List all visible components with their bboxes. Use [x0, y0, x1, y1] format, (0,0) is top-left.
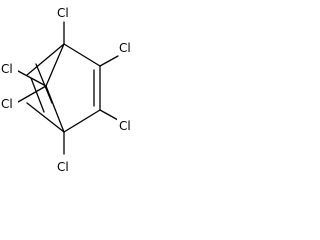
bonds [17, 21, 119, 155]
bond-c1-c2 [63, 43, 101, 67]
atom-label-cl-bridge-upper: Cl [1, 62, 13, 76]
bond-bridge-c4 [26, 102, 65, 133]
bond-c5-c6-double-a [35, 63, 53, 104]
atom-label-cl-lower-right: Cl [119, 119, 131, 133]
bond-c5-c6-double-b [30, 77, 45, 113]
bond-c7-c4 [45, 85, 65, 133]
bond-c3-c4 [63, 109, 101, 133]
bond-c3-cl [99, 109, 119, 121]
atom-labels: Cl Cl Cl Cl Cl Cl [0, 4, 137, 174]
atom-label-cl-top: Cl [57, 6, 69, 20]
bond-c1-c7 [45, 43, 65, 87]
bond-c7-cl-upper [17, 70, 47, 87]
atom-label-cl-bottom: Cl [57, 160, 69, 174]
bond-c2-cl [99, 55, 119, 67]
bond-c7-cl-lower [17, 85, 47, 103]
atom-label-cl-bridge-lower: Cl [1, 97, 13, 111]
atom-label-cl-upper-right: Cl [119, 41, 131, 55]
bond-c1-bridge [26, 43, 65, 76]
chemical-structure: Cl Cl Cl Cl Cl Cl [0, 4, 137, 174]
